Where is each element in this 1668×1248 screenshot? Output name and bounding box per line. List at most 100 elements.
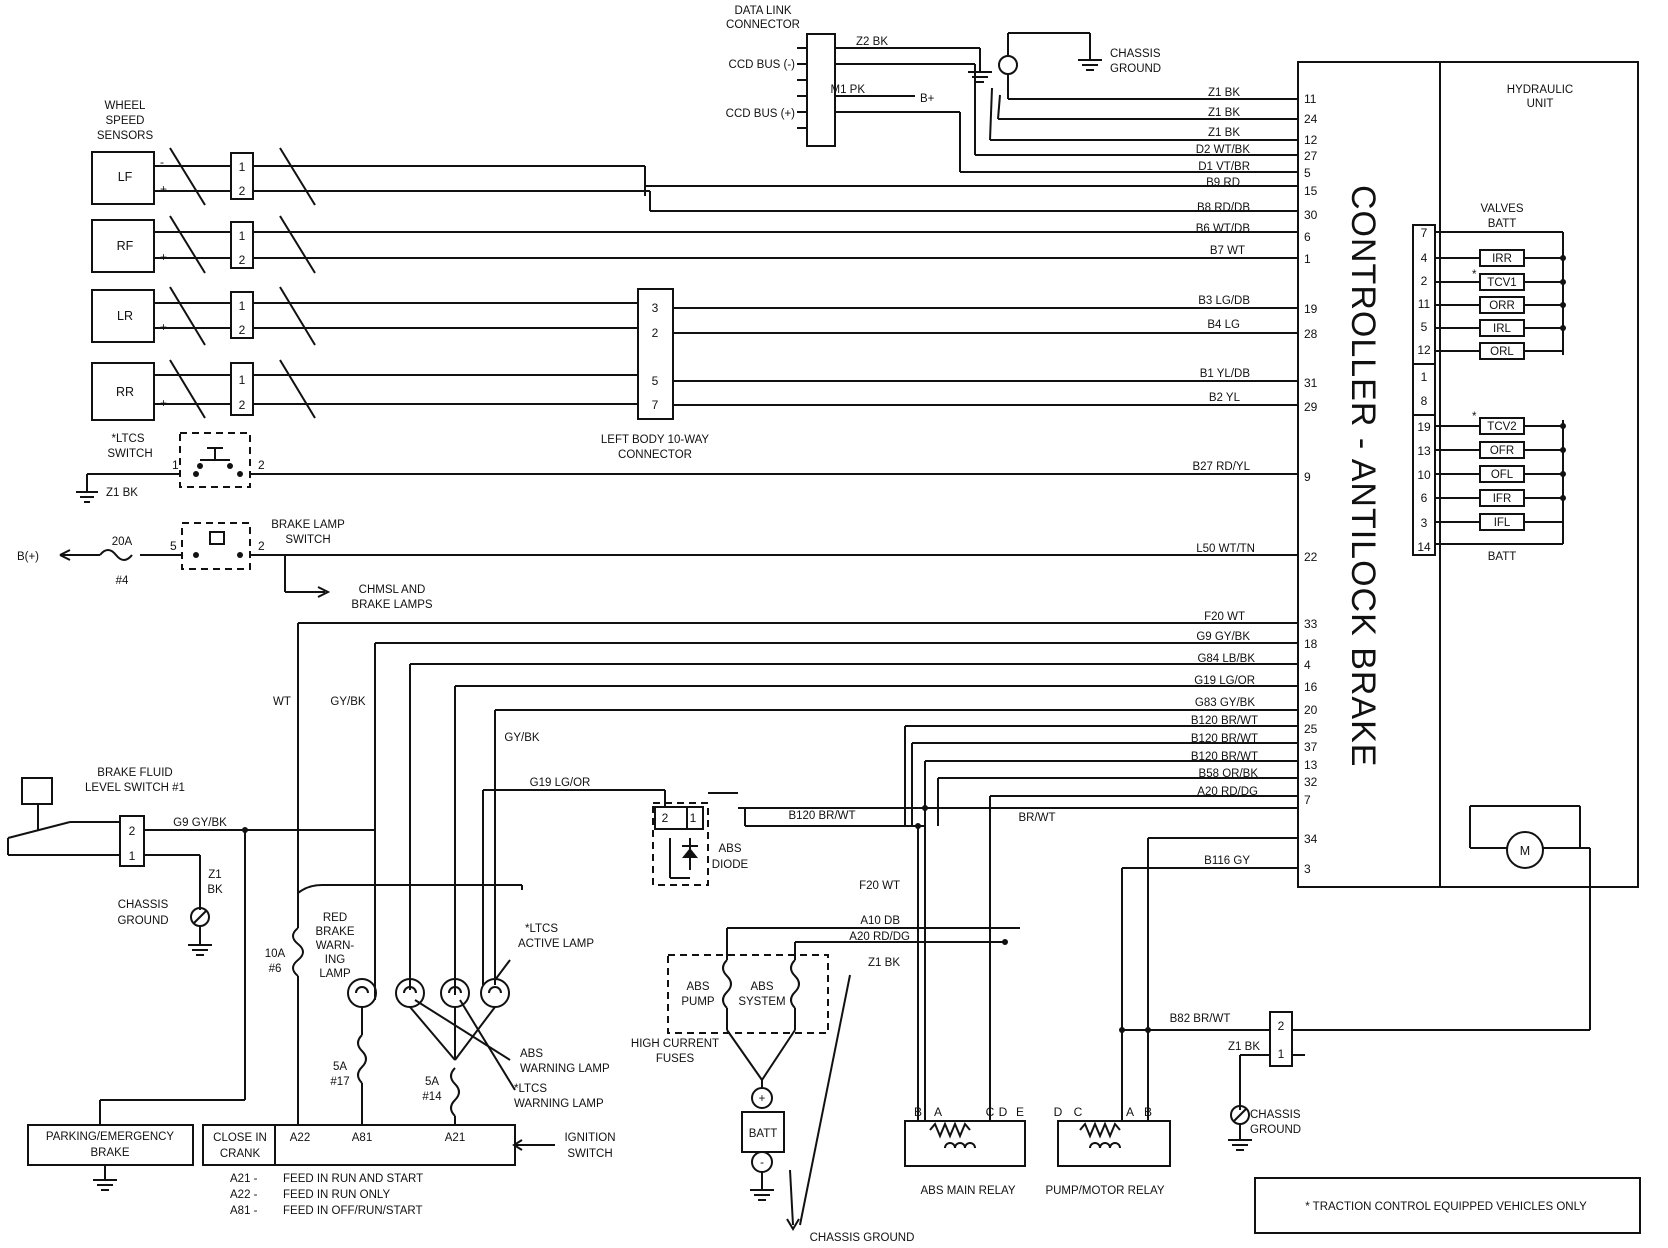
ccd-bus-plus-label: CCD BUS (+) — [726, 108, 795, 120]
labels: DATA LINK CONNECTOR CCD BUS (-) CCD BUS … — [17, 5, 1587, 1244]
bk-label: BK — [207, 884, 223, 896]
abs-main-relay-box — [904, 1120, 1026, 1167]
svg-text:3: 3 — [1421, 516, 1428, 530]
red-lamp-line3: WARN- — [316, 940, 355, 952]
svg-text:2: 2 — [239, 398, 246, 412]
svg-text:31: 31 — [1304, 376, 1318, 390]
svg-text:C: C — [986, 1105, 995, 1119]
svg-text:B3 LG/DB: B3 LG/DB — [1198, 295, 1250, 307]
left-body-title-line2: CONNECTOR — [618, 449, 692, 461]
svg-text:-: - — [160, 295, 164, 309]
svg-text:2: 2 — [239, 184, 246, 198]
wss-title-line3: SENSORS — [97, 130, 154, 142]
svg-text:D: D — [1054, 1105, 1063, 1119]
svg-text:8: 8 — [1421, 394, 1428, 408]
brake-lamp-switch-line1: BRAKE LAMP — [271, 519, 345, 531]
svg-text:7: 7 — [1304, 793, 1311, 807]
svg-text:19: 19 — [1417, 420, 1431, 434]
svg-text:L50 WT/TN: L50 WT/TN — [1196, 543, 1255, 555]
svg-text:37: 37 — [1304, 740, 1318, 754]
traction-control-note: * TRACTION CONTROL EQUIPPED VEHICLES ONL… — [1305, 1201, 1587, 1213]
sensor-connector-pins: 1 2 1 2 1 2 1 2 - + - + - + - + — [160, 155, 246, 412]
red-lamp-line5: LAMP — [319, 968, 351, 980]
svg-text:Z1 BK: Z1 BK — [1208, 87, 1240, 99]
svg-text:6: 6 — [1304, 230, 1311, 244]
svg-text:15: 15 — [1304, 184, 1318, 198]
svg-text:IRR: IRR — [1492, 253, 1512, 265]
svg-text:4: 4 — [1304, 658, 1311, 672]
valve-connector — [1412, 224, 1436, 556]
svg-text:A: A — [934, 1105, 942, 1119]
data-link-connector-body — [806, 33, 836, 147]
svg-text:B120 BR/WT: B120 BR/WT — [1191, 733, 1258, 745]
svg-text:+: + — [160, 320, 167, 334]
left-body-title-line1: LEFT BODY 10-WAY — [601, 434, 710, 446]
b-plus-label: B+ — [920, 93, 935, 105]
chmsl-line1: CHMSL AND — [359, 584, 426, 596]
chassis-ground-left-line1: CHASSIS — [118, 899, 169, 911]
svg-text:11: 11 — [1304, 92, 1317, 106]
parking-brake-box — [27, 1124, 194, 1166]
abs-warning-line2: WARNING LAMP — [520, 1063, 610, 1075]
svg-text:Z1 BK: Z1 BK — [1208, 127, 1240, 139]
abs-main-relay-pins: B A C D E — [914, 1105, 1024, 1119]
gy-bk-wire-label-1: GY/BK — [330, 696, 365, 708]
svg-text:G84 LB/BK: G84 LB/BK — [1197, 653, 1255, 665]
feed-legend: A21 - FEED IN RUN AND START A22 - FEED I… — [230, 1173, 423, 1217]
svg-text:A: A — [1126, 1105, 1134, 1119]
svg-text:-: - — [160, 367, 164, 381]
svg-text:OFL: OFL — [1491, 469, 1514, 481]
brake-lamp-switch-line2: SWITCH — [285, 534, 330, 546]
svg-text:11: 11 — [1418, 297, 1431, 311]
ignition-switch-line1: IGNITION — [564, 1132, 615, 1144]
abs-diode-pin-1: 1 — [690, 811, 697, 825]
svg-text:3: 3 — [1304, 862, 1311, 876]
abs-main-relay-label: ABS MAIN RELAY — [920, 1185, 1015, 1197]
svg-text:D2 WT/BK: D2 WT/BK — [1196, 144, 1251, 156]
z1-bk-relay-label: Z1 BK — [1228, 1041, 1260, 1053]
svg-text:20: 20 — [1304, 703, 1318, 717]
f20-wt-lower-label: F20 WT — [859, 880, 900, 892]
pump-motor-relay-label: PUMP/MOTOR RELAY — [1045, 1185, 1164, 1197]
svg-text:12: 12 — [1417, 343, 1431, 357]
svg-text:IRL: IRL — [1493, 323, 1512, 335]
svg-text:33: 33 — [1304, 617, 1318, 631]
batt-minus: - — [760, 1157, 764, 1169]
relay-conn-pin-1: 1 — [1278, 1047, 1285, 1061]
svg-text:B120 BR/WT: B120 BR/WT — [1191, 715, 1258, 727]
parking-brake-line1: PARKING/EMERGENCY — [46, 1131, 175, 1143]
svg-text:G19 LG/OR: G19 LG/OR — [1194, 675, 1255, 687]
fuse-5a-14-line1: 5A — [425, 1076, 439, 1088]
svg-text:F20 WT: F20 WT — [1204, 611, 1245, 623]
svg-text:+: + — [160, 182, 167, 196]
svg-text:2: 2 — [652, 326, 659, 340]
abs-system-line1: ABS — [750, 981, 773, 993]
valve-names: IRR TCV1 ORR IRL ORL TCV2 OFR OFL IFR IF… — [1435, 249, 1563, 531]
svg-text:B4 LG: B4 LG — [1207, 319, 1240, 331]
svg-text:7: 7 — [652, 398, 659, 412]
svg-text:4: 4 — [1421, 251, 1428, 265]
svg-text:1: 1 — [239, 160, 246, 174]
fuse-5a-17-line2: #17 — [330, 1076, 349, 1088]
chassis-ground-br-line2: GROUND — [1250, 1124, 1301, 1136]
fuse-20a-label: 20A — [112, 536, 133, 548]
svg-text:19: 19 — [1304, 302, 1318, 316]
svg-text:IFL: IFL — [1494, 517, 1511, 529]
abs-diode-pin-2: 2 — [662, 811, 669, 825]
bfls-pin-1: 1 — [129, 849, 136, 863]
fuse-5a-17-line1: 5A — [333, 1061, 347, 1073]
fuse-4-label: #4 — [116, 575, 129, 587]
dlc-title-line2: CONNECTOR — [726, 19, 800, 31]
svg-text:FEED IN RUN AND START: FEED IN RUN AND START — [283, 1173, 423, 1185]
svg-text:B9 RD: B9 RD — [1206, 177, 1240, 189]
svg-text:*: * — [1472, 269, 1477, 281]
hydraulic-unit-line2: UNIT — [1527, 98, 1554, 110]
abs-diode-line1: ABS — [718, 843, 741, 855]
sensor-lf-label: LF — [118, 170, 133, 184]
svg-text:B58 OR/BK: B58 OR/BK — [1199, 768, 1259, 780]
svg-text:1: 1 — [239, 299, 246, 313]
svg-text:G83 GY/BK: G83 GY/BK — [1195, 697, 1255, 709]
sensor-rr-label: RR — [116, 385, 134, 399]
fuse-6-label: #6 — [269, 963, 282, 975]
z2-bk-wire-label: Z2 BK — [856, 36, 888, 48]
